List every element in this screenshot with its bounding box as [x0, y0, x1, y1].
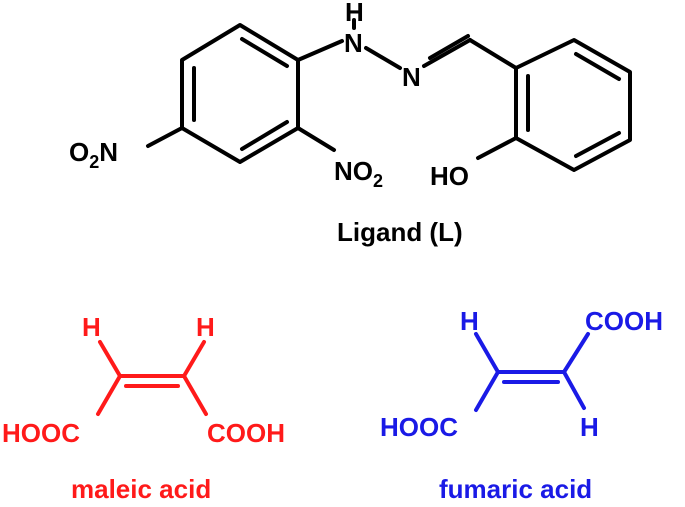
fumaric-cooh: COOH [585, 306, 663, 336]
atom-imine-n: N [402, 62, 421, 92]
phenol-double-bond-1 [574, 52, 621, 81]
ligand-structure: H N N O2N NO2 HO Ligand (L) [69, 0, 632, 247]
phenol-oh-bond [476, 136, 518, 160]
ligand-caption: Ligand (L) [337, 217, 463, 247]
maleic-hooc: HOOC [2, 418, 80, 448]
fumaric-c-cooh-top-bond [562, 332, 590, 374]
atom-nh-h: H [345, 0, 364, 27]
para-nitro-bond [146, 126, 184, 148]
phenol-ring [514, 38, 632, 172]
fumaric-acid-structure: H COOH HOOC H fumaric acid [380, 306, 663, 504]
dinitrophenyl-double-bond-2 [240, 120, 289, 151]
ch-ring-bond [468, 38, 518, 70]
maleic-caption: maleic acid [71, 474, 211, 504]
ring-nh-bond [296, 39, 344, 62]
para-nitro-label: O2N [69, 137, 118, 172]
fumaric-c-h-bottom-bond [562, 370, 586, 410]
ortho-nitro-label: NO2 [334, 156, 383, 191]
dinitrophenyl-double-bond-1 [240, 37, 289, 68]
fumaric-caption: fumaric acid [439, 474, 592, 504]
maleic-c-h-right-bond [182, 340, 206, 378]
dinitrophenyl-ring [180, 23, 300, 164]
maleic-c-cooh-left-bond [96, 374, 122, 416]
maleic-c-h-left-bond [98, 340, 122, 378]
fumaric-h-top: H [460, 306, 479, 336]
hydroxyl-label: HO [430, 161, 469, 191]
fumaric-c-h-top-bond [474, 332, 500, 374]
nh-n-bond [364, 46, 402, 70]
fumaric-c-hooc-bond [474, 370, 500, 412]
fumaric-hooc: HOOC [380, 412, 458, 442]
maleic-acid-structure: H H HOOC COOH maleic acid [2, 312, 285, 504]
maleic-h-right: H [196, 312, 215, 342]
ortho-nitro-bond [296, 126, 336, 152]
maleic-c-cooh-right-bond [182, 374, 208, 416]
imine-bond [422, 38, 472, 68]
maleic-cooh: COOH [207, 418, 285, 448]
fumaric-h-bottom: H [580, 412, 599, 442]
atom-nh-n: N [344, 28, 363, 58]
imine-double-bond [428, 34, 470, 60]
phenol-double-bond-2 [574, 131, 621, 158]
maleic-h-left: H [82, 312, 101, 342]
